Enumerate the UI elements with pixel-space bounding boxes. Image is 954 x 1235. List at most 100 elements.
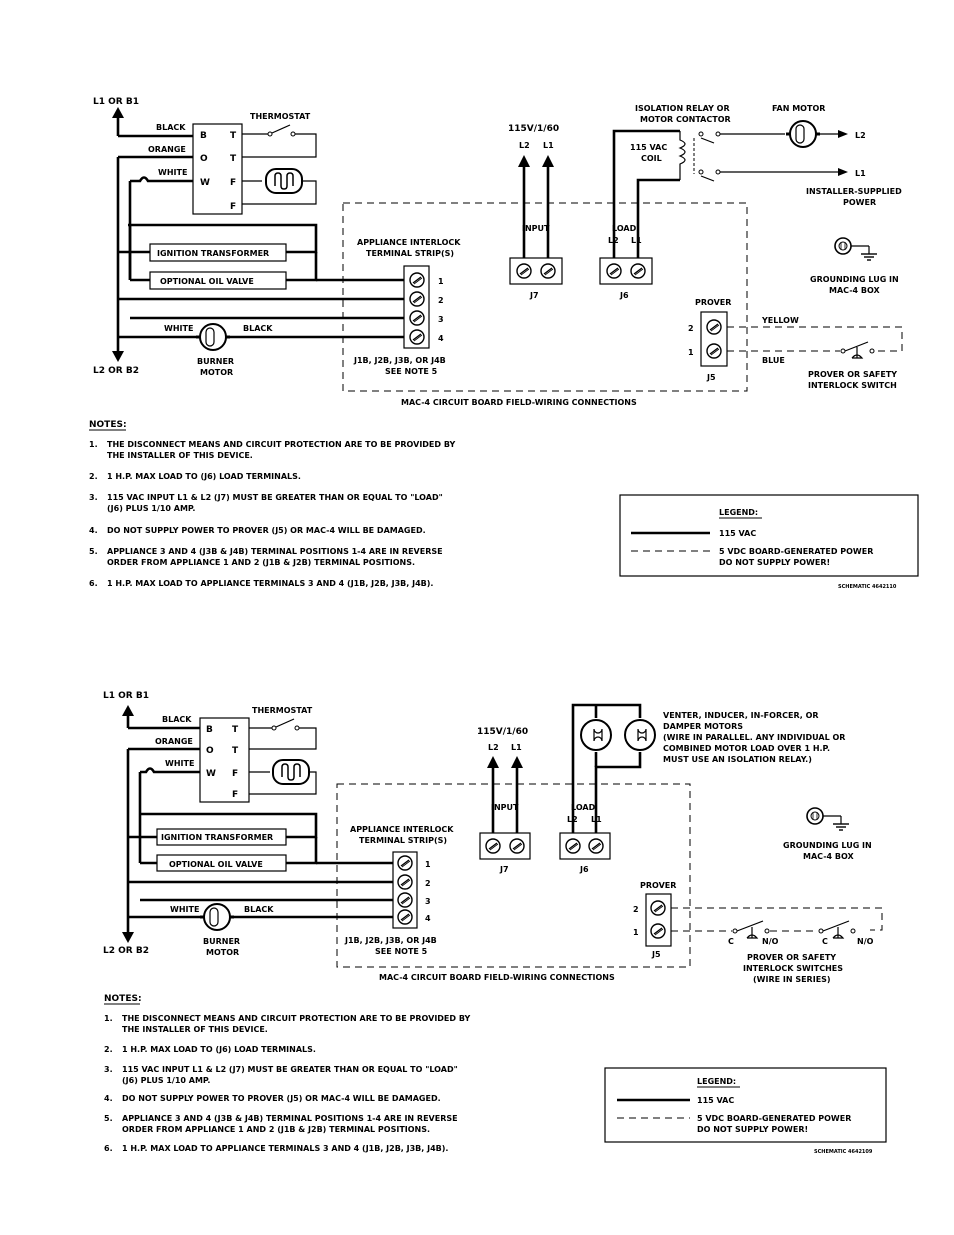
- terminal-o: O: [200, 154, 208, 164]
- terminal-b-2: B: [206, 725, 213, 735]
- note-6-line-1: 1 H.P. MAX LOAD TO APPLIANCE TERMINALS 3…: [107, 579, 433, 588]
- control-terminal-box: [192, 123, 243, 215]
- control-terminal-box-2: [199, 717, 250, 803]
- switch-b-no-label: N/O: [857, 937, 874, 946]
- coil-label-2: COIL: [641, 154, 662, 163]
- note-1-num-2: 1.: [104, 1014, 113, 1023]
- supply-label: 115V/1/60: [508, 124, 559, 134]
- installer-label-1: INSTALLER-SUPPLIED: [806, 187, 902, 196]
- terminal-w-2: W: [206, 769, 216, 779]
- terminal-t1-2: T: [232, 725, 239, 735]
- coil-label-1: 115 VAC: [630, 143, 667, 152]
- burner-motor-icon-2: [198, 902, 236, 932]
- burner-motor-label-2b: MOTOR: [206, 948, 239, 957]
- isolation-label-1: ISOLATION RELAY OR: [635, 104, 730, 113]
- note-2-line-1: 1 H.P. MAX LOAD TO (J6) LOAD TERMINALS.: [107, 472, 301, 481]
- load-l1-label: L1: [631, 236, 642, 245]
- terminal-t1: T: [230, 131, 237, 141]
- installer-label-2: POWER: [843, 198, 876, 207]
- l1-b1-label: L1 OR B1: [93, 97, 139, 107]
- note-5-num-2: 5.: [104, 1114, 113, 1123]
- legend-dash-label-2: DO NOT SUPPLY POWER!: [719, 558, 830, 567]
- burner-black-label: BLACK: [243, 324, 273, 333]
- l2-arrow-head: [112, 351, 124, 362]
- supply-label-2: 115V/1/60: [477, 727, 528, 737]
- out-l2-label: L2: [855, 131, 866, 140]
- relay-coil-icon: [678, 131, 686, 180]
- burner-motor-label-2: MOTOR: [200, 368, 233, 377]
- ignition-transformer-label-2: IGNITION TRANSFORMER: [161, 833, 273, 842]
- thermostat-switch-icon: [271, 124, 291, 134]
- note-1-num: 1.: [89, 440, 98, 449]
- note-4-line-1: DO NOT SUPPLY POWER TO PROVER (J5) OR MA…: [107, 526, 426, 535]
- venter-label-1: VENTER, INDUCER, IN-FORCER, OR: [663, 711, 819, 720]
- burner-motor-label-1: BURNER: [197, 357, 234, 366]
- board-outline-2: [336, 783, 691, 968]
- strip-pos-2-2: 2: [425, 879, 431, 888]
- note-5-line-1: APPLIANCE 3 AND 4 (J3B & J4B) TERMINAL P…: [107, 547, 443, 556]
- terminal-w: W: [200, 178, 210, 188]
- schematic-number: SCHEMATIC 4642110: [838, 584, 897, 590]
- board-caption: MAC-4 CIRCUIT BOARD FIELD-WIRING CONNECT…: [401, 398, 637, 407]
- legend-solid-label: 115 VAC: [719, 529, 756, 538]
- strip-pos-3-2: 3: [425, 897, 431, 906]
- note-3-num: 3.: [89, 493, 98, 502]
- interlock-label-2a: APPLIANCE INTERLOCK: [350, 825, 454, 834]
- note-1-line-2-2: THE INSTALLER OF THIS DEVICE.: [122, 1025, 268, 1034]
- venter-label-2: DAMPER MOTORS: [663, 722, 743, 731]
- note-5-line-2: ORDER FROM APPLIANCE 1 AND 2 (J1B & J2B)…: [107, 558, 415, 567]
- note-2-num-2: 2.: [104, 1045, 113, 1054]
- terminal-t2-2: T: [232, 746, 239, 756]
- note-3-line-2: (J6) PLUS 1/10 AMP.: [107, 504, 195, 513]
- input-l2-label-2: L2: [488, 743, 499, 752]
- input-label-2: INPUT: [491, 803, 519, 812]
- prover-label-2: PROVER: [640, 881, 676, 890]
- prover-switch-icon-2b: [822, 920, 850, 932]
- venter-label-3: (WIRE IN PARALLEL. ANY INDIVIDUAL OR: [663, 733, 845, 742]
- burner-white-label: WHITE: [164, 324, 193, 333]
- board-caption-2: MAC-4 CIRCUIT BOARD FIELD-WIRING CONNECT…: [379, 973, 615, 982]
- note-3-num-2: 3.: [104, 1065, 113, 1074]
- strip-note-2: SEE NOTE 5: [385, 367, 438, 376]
- orange-label-2: ORANGE: [155, 737, 193, 746]
- diagram-2: L1 OR B1 BLACK L2 OR B2 ORANGE WHITE B O…: [103, 691, 887, 1155]
- j7-label-2: J7: [499, 865, 509, 874]
- legend-dash-label-2a: 5 VDC BOARD-GENERATED POWER: [697, 1114, 851, 1123]
- yellow-label: YELLOW: [761, 316, 799, 325]
- switch-label-2a: PROVER OR SAFETY: [747, 953, 836, 962]
- schematic-number-2: SCHEMATIC 4642109: [814, 1149, 873, 1155]
- note-2-num: 2.: [89, 472, 98, 481]
- note-1-line-2: THE INSTALLER OF THIS DEVICE.: [107, 451, 253, 460]
- prover-switch-icon: [844, 341, 869, 352]
- black-label-2: BLACK: [162, 715, 192, 724]
- coil-wire-l1: [636, 178, 680, 258]
- note-4-num: 4.: [89, 526, 98, 535]
- notes-list: 1. THE DISCONNECT MEANS AND CIRCUIT PROT…: [89, 440, 455, 588]
- note-5-line-2-2: ORDER FROM APPLIANCE 1 AND 2 (J1B & J2B)…: [122, 1125, 430, 1134]
- note-2-line-1-2: 1 H.P. MAX LOAD TO (J6) LOAD TERMINALS.: [122, 1045, 316, 1054]
- l1-arrow-head: [112, 107, 124, 118]
- thermostat-label: THERMOSTAT: [250, 112, 311, 121]
- oil-valve-label: OPTIONAL OIL VALVE: [160, 277, 254, 286]
- terminal-b: B: [200, 131, 207, 141]
- note-4-line-1-2: DO NOT SUPPLY POWER TO PROVER (J5) OR MA…: [122, 1094, 441, 1103]
- j6-label-2: J6: [579, 865, 589, 874]
- prover-pos-2-2: 2: [633, 905, 639, 914]
- prover-label: PROVER: [695, 298, 731, 307]
- venter-motor-icon-2: [624, 719, 656, 751]
- strip-pos-1-2: 1: [425, 860, 431, 869]
- grounding-lug-icon: [834, 237, 878, 261]
- burner-black-label-2: BLACK: [244, 905, 274, 914]
- switch-a-no-label: N/O: [762, 937, 779, 946]
- note-5-line-1-2: APPLIANCE 3 AND 4 (J3B & J4B) TERMINAL P…: [122, 1114, 458, 1123]
- l1-b1-label-2: L1 OR B1: [103, 691, 149, 701]
- switch-b-c-label: C: [822, 937, 828, 946]
- note-5-num: 5.: [89, 547, 98, 556]
- blue-label: BLUE: [762, 356, 785, 365]
- cad-cell-icon: [265, 168, 303, 194]
- terminal-f2: F: [230, 202, 236, 212]
- isolation-label-2: MOTOR CONTACTOR: [640, 115, 731, 124]
- note-6-num: 6.: [89, 579, 98, 588]
- burner-motor-icon: [194, 322, 232, 352]
